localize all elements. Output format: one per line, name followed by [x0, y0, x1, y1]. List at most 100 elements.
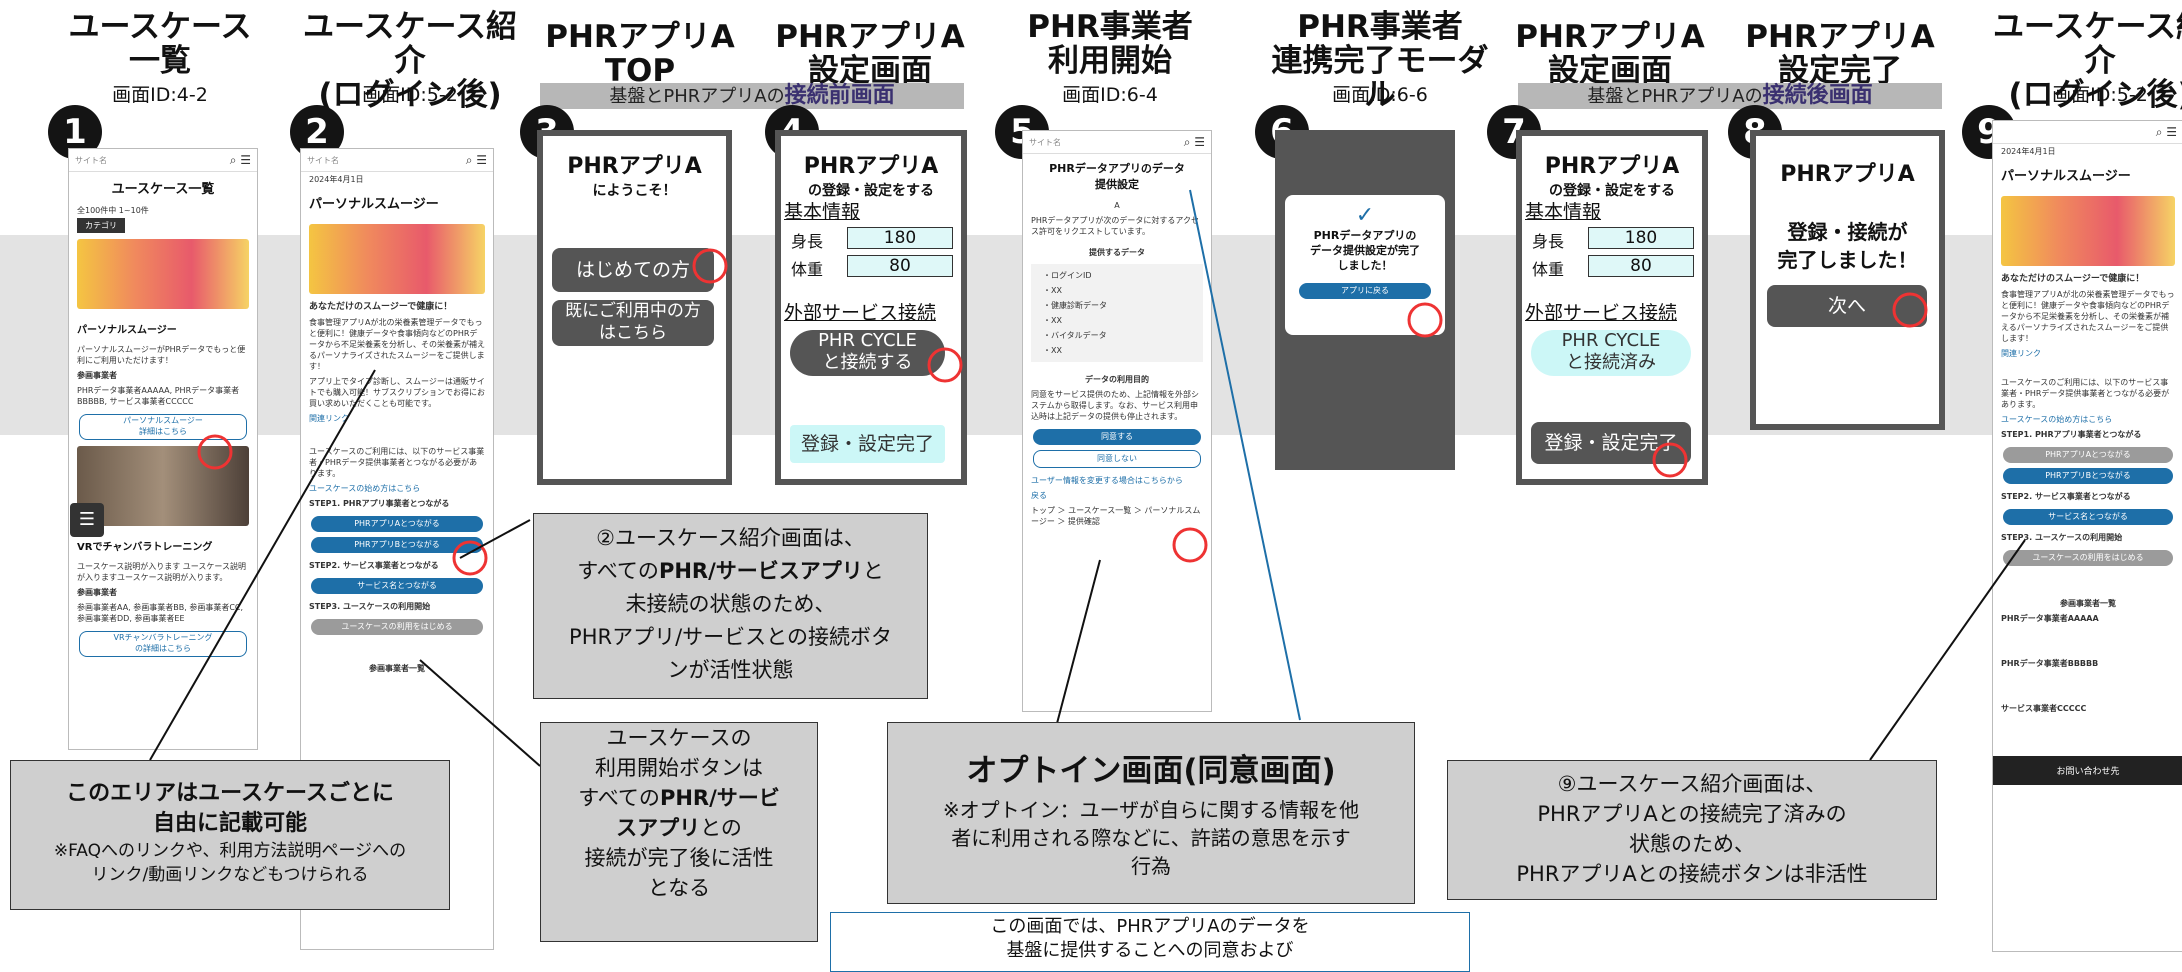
provide-data-list: ・ログインID ・XX ・健康診断データ ・XX ・バイタルデータ ・XX	[1031, 264, 1203, 362]
callout-intro-unconnected: ②ユースケース紹介画面は、 すべてのPHR/サービスアプリと 未接続の状態のため…	[533, 513, 928, 699]
smoothie-image-9	[2001, 196, 2175, 266]
height-label-2: 身長	[1532, 232, 1565, 251]
menu-icon[interactable]: ☰	[70, 503, 104, 537]
search-icon-5[interactable]: ⌕ ☰	[1183, 134, 1205, 149]
connect-app-b-button[interactable]: PHRアプリBとつながる	[311, 537, 483, 553]
step3-label: STEP3. ユースケースの利用開始	[309, 602, 431, 611]
screen-id-2: 画面ID:5-2	[362, 84, 458, 106]
weight-label-2: 体重	[1532, 260, 1565, 279]
header-6: PHR事業者 連携完了モーダル	[1271, 9, 1489, 113]
data-item: ・健康診断データ	[1043, 301, 1107, 310]
card2-providers: 参画事業者AA, 参画事業者BB, 参画事業者CC, 参画事業者DD, 参画事業…	[77, 603, 244, 623]
optin-sub: A	[1114, 201, 1120, 210]
callout-optin: オプトイン画面(同意画面) ※オプトイン：ユーザが自らに関する情報を他 者に利用…	[887, 722, 1415, 904]
screen-setup-complete: PHRアプリA 登録・接続が 完了しました！	[1750, 130, 1945, 430]
smoothie-image	[77, 239, 249, 309]
change-info-link[interactable]: ユーザー情報を変更する場合はこちらから	[1031, 476, 1183, 485]
data-item: ・バイタルデータ	[1043, 331, 1107, 340]
height-input[interactable]: 180	[847, 227, 953, 249]
usecase-body: 食事管理アプリAが北の栄養素管理データでもっと便利に！健康データや食事傾向などの…	[309, 318, 485, 371]
screen-id-5: 画面ID:6-4	[1062, 84, 1158, 106]
usecase-title: パーソナルスムージー	[309, 197, 439, 212]
first-time-button[interactable]: はじめての方	[552, 248, 714, 292]
check-icon: ✓	[1355, 203, 1375, 228]
callout-data-consent: この画面では、PHRアプリAのデータを 基盤に提供することへの同意および	[830, 912, 1470, 972]
settings-done-button[interactable]: 登録・設定完了	[790, 425, 945, 463]
card1-detail-button[interactable]: パーソナルスムージー 詳細はこちら	[79, 414, 247, 440]
callout-optin-title: オプトイン画面(同意画面)	[966, 753, 1336, 789]
post-date-9: 2024年4月1日	[2001, 147, 2056, 156]
connect-service-button-9[interactable]: サービス名とつながる	[2003, 509, 2173, 525]
search-icon[interactable]: ⌕ ☰	[229, 152, 251, 167]
card1-provider-heading: 参画事業者	[77, 371, 117, 380]
weight-input[interactable]: 80	[847, 255, 953, 277]
callout-2-line1: ②ユースケース紹介画面は、	[596, 526, 865, 550]
card2-detail-button[interactable]: VRチャンバラトレーニング の詳細はこちら	[79, 631, 247, 657]
contact-footer: お問い合わせ先	[1993, 756, 2182, 785]
return-to-app-button[interactable]: アプリに戻る	[1299, 283, 1431, 299]
step1-label: STEP1. PHRアプリ事業者とつながる	[309, 499, 450, 508]
connect-app-b-button-9[interactable]: PHRアプリBとつながる	[2003, 468, 2173, 484]
data-item: ・XX	[1043, 286, 1062, 295]
complete-title: PHRアプリA	[1780, 162, 1915, 187]
list-count: 全100件中 1~10件	[77, 206, 149, 215]
weight-input-2[interactable]: 80	[1588, 255, 1694, 277]
header-7: PHRアプリA 設定画面	[1515, 19, 1705, 89]
screen-usecase-list: サイト名⌕ ☰ ユースケース一覧 全100件中 1~10件 カテゴリ パーソナル…	[68, 148, 258, 750]
provider-1: PHRデータ事業者AAAAA	[2001, 614, 2099, 623]
welcome-text: にようこそ！	[592, 183, 677, 199]
app-title: PHRアプリA	[567, 154, 702, 179]
callout-optin-sub: ※オプトイン：ユーザが自らに関する情報を他 者に利用される際などに、許諾の意思を…	[942, 798, 1360, 878]
post-date: 2024年4月1日	[309, 175, 364, 184]
header-4: PHRアプリA 設定画面	[775, 19, 965, 89]
related-link[interactable]: 関連リンク	[309, 414, 349, 423]
start-usecase-button-9: ユースケースの利用をはじめる	[2003, 550, 2173, 566]
height-label: 身長	[791, 232, 824, 251]
external-service-label-2: 外部サービス接続	[1525, 302, 1678, 324]
header-3: PHRアプリA TOP	[545, 19, 735, 89]
search-icon-2[interactable]: ⌕ ☰	[465, 152, 487, 167]
settings-done-button-2[interactable]: 登録・設定完了	[1531, 422, 1691, 464]
next-button[interactable]: 次へ	[1767, 285, 1927, 327]
callout-3-b: PHR/サービ スアプリ	[616, 786, 780, 840]
connect-app-a-button[interactable]: PHRアプリAとつながる	[311, 516, 483, 532]
step3-label-9: STEP3. ユースケースの利用開始	[2001, 533, 2123, 542]
external-service-label: 外部サービス接続	[784, 302, 937, 324]
site-logo-2: サイト名	[307, 155, 339, 165]
card1-desc: パーソナルスムージーがPHRデータでもっと便利にご利用いただけます！	[77, 345, 246, 365]
usecase-body-9: 食事管理アプリAが北の栄養素管理データでもっと便利に！健康データや食事傾向などの…	[2001, 290, 2175, 343]
category-tag: カテゴリ	[77, 218, 125, 233]
card2-provider-heading: 参画事業者	[77, 588, 117, 597]
card2-title: VRでチャンバラトレーニング	[77, 542, 213, 553]
data-item: ・ログインID	[1043, 271, 1092, 280]
callout-2-line2: すべてのPHR/サービスアプリと	[577, 559, 884, 583]
connect-phr-cycle-button[interactable]: PHR CYCLE と接続する	[790, 330, 945, 376]
phr-cycle-connected-badge: PHR CYCLE と接続済み	[1531, 330, 1691, 376]
related-link-9[interactable]: 関連リンク	[2001, 349, 2041, 358]
header-8: PHRアプリA 設定完了	[1745, 19, 1935, 89]
back-link[interactable]: 戻る	[1031, 491, 1047, 500]
existing-user-button[interactable]: 既にご利用中の方 はこちら	[552, 300, 714, 346]
howto-link-9[interactable]: ユースケースの始め方はこちら	[2001, 415, 2113, 424]
screen-id-1: 画面ID:4-2	[112, 84, 208, 106]
screen-usecase-intro-after: ⌕ ☰ 2024年4月1日 パーソナルスムージー あなただけのスムージーで健康に…	[1992, 120, 2182, 952]
step2-label-9: STEP2. サービス事業者とつながる	[2001, 492, 2131, 501]
smoothie-image-2	[309, 224, 485, 294]
callout-start-button: ユースケースの 利用開始ボタンは すべてのPHR/サービ スアプリとの 接続が完…	[540, 722, 818, 942]
usecase-note: ユースケースのご利用には、以下のサービス事業者・PHRデータ提供事業者とつながる…	[309, 447, 485, 478]
connect-service-button[interactable]: サービス名とつながる	[311, 578, 483, 594]
agree-button[interactable]: 同意する	[1033, 429, 1201, 445]
search-icon-9[interactable]: ⌕ ☰	[2155, 124, 2177, 139]
card1-providers: PHRデータ事業者AAAAA, PHRデータ事業者BBBBB, サービス事業者C…	[77, 386, 240, 406]
height-input-2[interactable]: 180	[1588, 227, 1694, 249]
settings-title-2: PHRアプリA	[1544, 154, 1680, 179]
header-2: ユースケース紹介 (ログイン後)	[303, 9, 517, 113]
settings-sub-2: の登録・設定をする	[1549, 183, 1675, 199]
step2-label: STEP2. サービス事業者とつながる	[309, 561, 439, 570]
howto-link[interactable]: ユースケースの始め方はこちら	[309, 484, 421, 493]
header-1: ユースケース 一覧	[68, 9, 252, 79]
header-5: PHR事業者 利用開始	[1027, 9, 1193, 79]
optin-request: PHRデータアプリが次のデータに対するアクセス許可をリクエストしています。	[1031, 216, 1199, 236]
usecase-head: あなただけのスムージーで健康に！	[309, 302, 453, 312]
disagree-button[interactable]: 同意しない	[1033, 450, 1201, 468]
